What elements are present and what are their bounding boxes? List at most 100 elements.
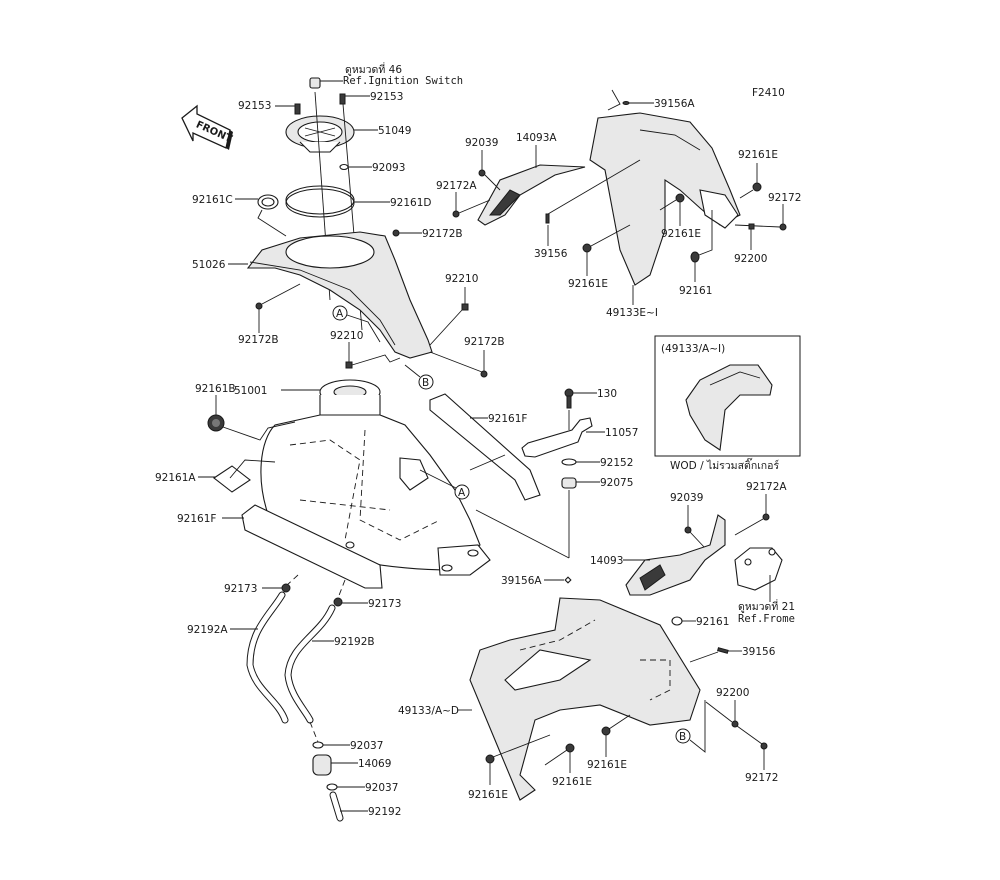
label-39156A-top: 39156A [654, 98, 695, 110]
label-92192: 92192 [368, 806, 401, 818]
cowl-49133E-I [589, 112, 741, 286]
label-92161C: 92161C [192, 194, 233, 206]
grommet-92161B [207, 395, 296, 441]
front-arrow-icon: FRONT [181, 104, 234, 150]
label-92161-bottom: 92161 [696, 616, 729, 628]
label-92172B-top: 92172B [422, 228, 463, 240]
label-51001: 51001 [234, 385, 267, 397]
label-130: 130 [597, 388, 617, 400]
connector-a-top: A [332, 305, 381, 343]
connector-b-lower: B [675, 700, 706, 753]
label-92172B-right: 92172B [464, 336, 505, 348]
label-92037-bottom: 92037 [365, 782, 398, 794]
fuel-tank-51001 [260, 379, 491, 576]
marker-39156-bottom [689, 647, 742, 663]
grommet-92161-top [690, 210, 713, 282]
label-92172A-top: 92172A [436, 180, 477, 192]
label-92172A-bottom: 92172A [746, 481, 787, 493]
foam-92161F-left [222, 504, 383, 589]
label-14093A: 14093A [516, 132, 557, 144]
ref-frame-thai: ดูหมวดที่ 21 [738, 599, 795, 613]
clamp-92173-right [333, 597, 368, 607]
label-92093: 92093 [372, 162, 405, 174]
foam-92161F-right [429, 393, 541, 501]
label-92161F-right: 92161F [488, 413, 527, 425]
screw-92039-bottom [684, 505, 706, 549]
label-92192A: 92192A [187, 624, 228, 636]
grommet-92161-bottom [671, 616, 696, 626]
clip-92210-right [429, 287, 469, 346]
label-14069: 14069 [358, 758, 391, 770]
label-51026: 51026 [192, 259, 226, 271]
label-92161B: 92161B [195, 383, 236, 395]
figure-code: F2410 [752, 87, 785, 99]
shroud-14093 [623, 514, 726, 596]
frame-bracket [734, 547, 783, 602]
label-92173-right: 92173 [368, 598, 401, 610]
label-14093: 14093 [590, 555, 623, 567]
screw-92172-top [734, 204, 787, 231]
tank-cover-51026 [246, 231, 433, 359]
label-11057: 11057 [605, 427, 638, 439]
oring-92093 [339, 163, 372, 171]
label-92152: 92152 [600, 457, 633, 469]
connector-b-top: B [404, 364, 434, 390]
grommet-92161E-top-right [739, 163, 762, 199]
svg-text:A: A [458, 487, 466, 499]
svg-text:B: B [679, 731, 686, 743]
hose-92192 [329, 791, 368, 822]
label-49133A-D: 49133/A~D [398, 705, 459, 717]
label-92161E-top-right: 92161E [738, 149, 778, 161]
inset-box: (49133/A~I) [654, 335, 801, 457]
svg-text:A: A [336, 308, 344, 320]
collar-92200-bottom [705, 700, 739, 728]
label-92200-bottom: 92200 [716, 687, 749, 699]
screw-92153-right [339, 93, 370, 105]
pad-92161A [198, 459, 276, 493]
screw-92172B-left [255, 283, 301, 333]
screw-92153-left [275, 103, 301, 115]
marker-39156A-bottom [544, 576, 572, 584]
label-39156-top: 39156 [534, 248, 568, 260]
shroud-14093A [477, 145, 586, 226]
gasket-92161D [285, 185, 390, 218]
label-92075: 92075 [600, 477, 633, 489]
label-92161A: 92161A [155, 472, 196, 484]
connector-a-lower: A [419, 469, 470, 500]
cowl-49133A-D [469, 597, 701, 801]
screw-92172A-bottom [734, 494, 770, 536]
ignition-key-cylinder [309, 77, 343, 89]
damper-92075 [475, 477, 600, 559]
label-92172B-left: 92172B [238, 334, 279, 346]
label-92153-right: 92153 [370, 91, 403, 103]
screw-92039-top [478, 150, 501, 191]
collar-92200-top [748, 223, 755, 250]
screw-92172B-right [429, 350, 488, 378]
bolt-130 [564, 388, 597, 430]
label-92039-bottom: 92039 [670, 492, 703, 504]
screw-92172A-top [452, 192, 491, 218]
ref-ignition-en: Ref.Ignition Switch [343, 75, 463, 87]
marker-39156A-top [607, 89, 654, 111]
inset-title: (49133/A~I) [661, 343, 725, 355]
ref-frame-en: Ref.Frome [738, 613, 795, 625]
label-92161E-top-left: 92161E [568, 278, 608, 290]
label-92153-left: 92153 [238, 100, 271, 112]
label-92210-right: 92210 [445, 273, 478, 285]
grommet-92161E-b1 [601, 714, 631, 757]
washer-92152 [561, 458, 600, 466]
clip-92210-mid [345, 342, 401, 369]
label-92161E-b2: 92161E [552, 776, 592, 788]
label-92161D: 92161D [390, 197, 432, 209]
label-92172-top: 92172 [768, 192, 801, 204]
grommet-92161E-b2 [544, 743, 575, 773]
grommet-92161E-top-left [582, 224, 631, 276]
label-39156A-bottom: 39156A [501, 575, 542, 587]
label-92192B: 92192B [334, 636, 375, 648]
screw-92172-bottom [736, 725, 768, 770]
grommet-92161E-b3 [485, 734, 551, 785]
clamp-92173-left [262, 583, 291, 593]
inset-caption: WOD / ไม่รวมสติ๊กเกอร์ [670, 457, 779, 472]
filter-14069 [312, 754, 358, 776]
ref-ignition-thai: ดูหมวดที่ 46 [345, 62, 402, 76]
